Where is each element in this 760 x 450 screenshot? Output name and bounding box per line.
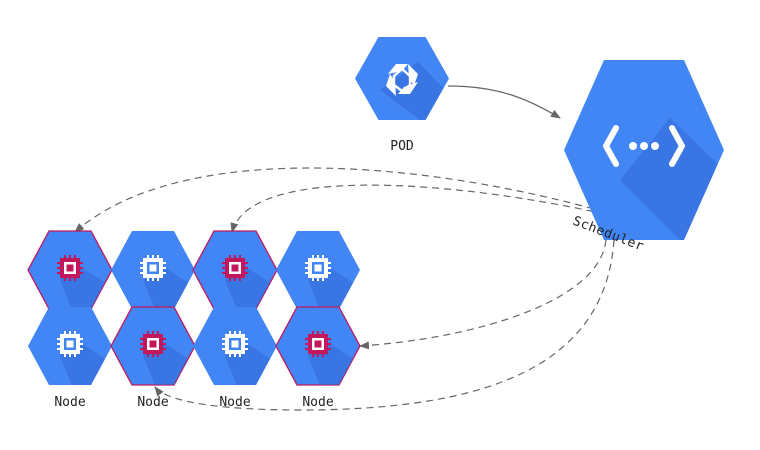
- node-label-4: Node: [302, 395, 333, 410]
- pod-icon: [386, 64, 418, 96]
- schedule-arrow-node-top-3: [230, 184, 606, 233]
- pod-node: POD: [355, 37, 449, 154]
- node-hexagon-bottom-4-scheduled: [275, 306, 361, 386]
- schedule-arrow-node-bottom-2: [154, 239, 615, 411]
- node-hexagon-top-2: [111, 231, 195, 309]
- arrows-layer: [74, 85, 615, 411]
- chip-icon: [305, 331, 331, 357]
- chip-icon: [305, 255, 331, 281]
- schedule-arrow-node-bottom-4: [359, 239, 607, 350]
- schedule-arrow-node-top-1: [74, 167, 606, 233]
- scheduler-icon: [603, 125, 685, 167]
- node-hexagon-top-3-scheduled: [192, 230, 278, 310]
- scheduler-node: Scheduler: [564, 60, 724, 255]
- node-labels: Node Node Node Node: [54, 395, 333, 410]
- pod-label: POD: [390, 139, 414, 154]
- chip-icon: [57, 255, 83, 281]
- node-hexagon-bottom-3: [193, 307, 277, 385]
- node-label-1: Node: [54, 395, 85, 410]
- node-label-3: Node: [219, 395, 250, 410]
- chip-icon: [222, 331, 248, 357]
- node-hexagon-top-4: [276, 231, 360, 309]
- node-label-2: Node: [137, 395, 168, 410]
- chip-icon: [57, 331, 83, 357]
- pod-to-scheduler-arrow: [447, 85, 561, 119]
- node-hexagon-bottom-1: [28, 307, 112, 385]
- chip-icon: [140, 255, 166, 281]
- chip-icon: [140, 331, 166, 357]
- node-grid: [27, 230, 361, 386]
- node-hexagon-bottom-2-scheduled: [110, 306, 196, 386]
- node-hexagon-top-1-scheduled: [27, 230, 113, 310]
- chip-icon: [222, 255, 248, 281]
